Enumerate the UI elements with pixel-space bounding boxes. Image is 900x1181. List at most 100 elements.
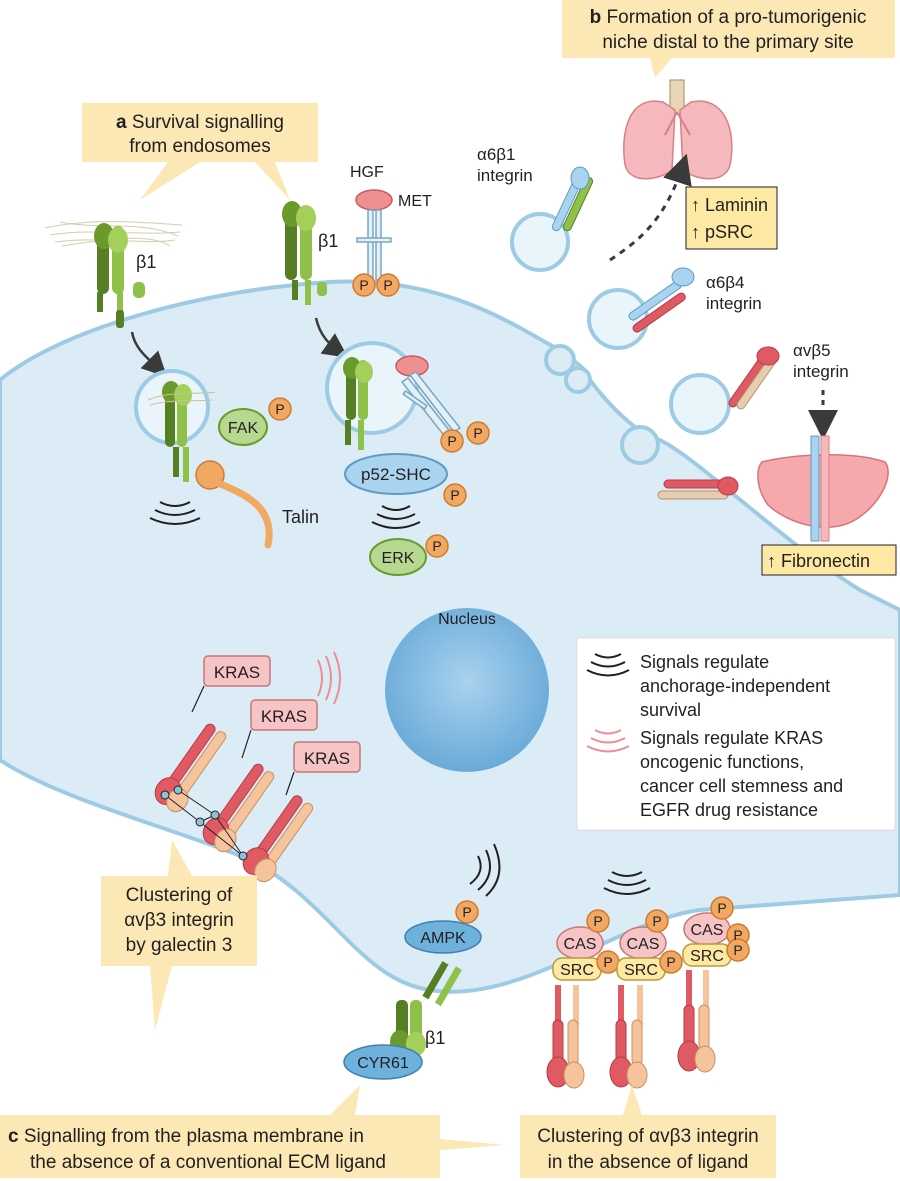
nucleus: [385, 608, 549, 772]
legend-box: [576, 637, 896, 831]
a6b4-label-line1: α6β4: [706, 273, 745, 292]
legend-red-line3: cancer cell stemness and: [640, 776, 843, 796]
talin-rod: [211, 478, 273, 549]
cas-src-complex-2: [616, 909, 683, 981]
nucleus-label: Nucleus: [438, 611, 496, 628]
lungs-icon: [623, 79, 733, 180]
beta1-right-label: β1: [318, 231, 338, 251]
legend-red-arcs-icon: [586, 729, 630, 753]
met-label: MET: [398, 193, 432, 210]
integrin-avb5: [728, 346, 780, 410]
liver-box-label: ↑ Fibronectin: [767, 551, 870, 571]
a6b1-label-line1: α6β1: [477, 145, 516, 164]
cas-phospho-3: P: [717, 900, 726, 916]
panel-c-letter: c: [8, 1126, 19, 1147]
erk-node: [369, 538, 427, 576]
integrin-avb3-unliganded: [546, 970, 716, 1089]
signal-arcs-shc: [371, 505, 421, 529]
integrin-beta1-endosome-right: [343, 357, 373, 450]
lung-niche-box: [685, 186, 778, 250]
cluster-line1: Clustering of αvβ3 integrin: [537, 1126, 759, 1147]
kras-label-3: KRAS: [304, 749, 350, 768]
galectin-line3: by galectin 3: [126, 935, 233, 956]
met-receptor-surface: [356, 209, 392, 281]
legend-black-line1: Signals regulate: [640, 652, 769, 672]
signal-arcs-kras: [317, 651, 341, 705]
callout-galectin: [101, 840, 257, 1030]
p52shc-label: p52-SHC: [361, 465, 431, 484]
callout-a-line2: from endosomes: [129, 136, 271, 157]
exosome-a6b4: [587, 288, 649, 350]
panel-a-letter: a: [116, 112, 127, 133]
kras-node-1: [203, 655, 271, 687]
arrow-endocytosis-left: [130, 331, 168, 378]
src-phospho-2: P: [666, 954, 675, 970]
p52shc-node: [344, 453, 448, 495]
kras-node-2: [250, 699, 318, 731]
p52shc-phospho-label: P: [450, 487, 459, 503]
legend-red-line4: EGFR drug resistance: [640, 800, 818, 820]
src-label-2: SRC: [624, 962, 658, 979]
integrin-beta1-surface-left: [94, 223, 145, 328]
legend-black-line3: survival: [640, 700, 701, 720]
met-phospho-1: [352, 273, 376, 297]
signal-arcs-ampk: [469, 843, 501, 897]
liver-icon: [757, 435, 889, 542]
erk-label: ERK: [382, 550, 415, 567]
cyr61-node: [343, 1044, 423, 1080]
fak-label: FAK: [228, 420, 259, 437]
cluster-line2: in the absence of ligand: [548, 1152, 749, 1173]
panel-b-letter: b: [590, 7, 602, 28]
ecm-fibres-endosome: [147, 391, 216, 406]
lung-box-line2: ↑ pSRC: [691, 222, 753, 242]
a6b1-label-line2: integrin: [477, 166, 533, 185]
callout-a: [82, 103, 318, 200]
callout-a-line1: a Survival signalling: [116, 112, 284, 133]
legend-black-arcs-icon: [586, 653, 630, 677]
met-phospho-1-label: P: [359, 277, 368, 293]
ampk-label: AMPK: [420, 930, 466, 947]
liver-niche-box: [761, 544, 897, 576]
cas-src-complex-1: [552, 909, 620, 981]
galectin-line2: αvβ3 integrin: [124, 910, 234, 931]
integrin-beta1-surface-right: [282, 201, 327, 305]
kras-node-3: [293, 741, 361, 773]
met-endo-phospho-2-label: P: [473, 425, 482, 441]
legend-red-line2: oncogenic functions,: [640, 752, 804, 772]
cas-label-1: CAS: [564, 936, 597, 953]
kras-tethers: [191, 685, 295, 796]
beta1-c-label: β1: [425, 1028, 445, 1048]
cyr61-label: CYR61: [357, 1055, 409, 1072]
callout-c-line1: c Signalling from the plasma membrane in: [8, 1126, 364, 1147]
integrin-beta1-membrane: [390, 961, 462, 1056]
membrane-buds: [544, 344, 660, 465]
cas-phospho-1: P: [593, 913, 602, 929]
met-phospho-2: [376, 273, 400, 297]
legend-black-line2: anchorage-independent: [640, 676, 830, 696]
avb5-label-line2: integrin: [793, 362, 849, 381]
src-phospho-3a: P: [733, 927, 742, 943]
endosome-right: [325, 341, 419, 435]
src-phospho-1: P: [603, 954, 612, 970]
src-label-1: SRC: [560, 962, 594, 979]
met-phospho-2-label: P: [383, 277, 392, 293]
beta1-left-label: β1: [136, 252, 156, 272]
hgf-ligand: [355, 189, 393, 211]
talin-label: Talin: [282, 507, 319, 527]
hgf-label: HGF: [350, 164, 384, 181]
callout-cluster: [520, 1085, 776, 1178]
met-receptor-endosome: [400, 371, 462, 440]
cas-phospho-2: P: [652, 913, 661, 929]
met-endo-phospho-1: [440, 429, 464, 453]
lung-box-line1: ↑ Laminin: [691, 195, 768, 215]
erk-phospho: [425, 534, 449, 558]
a6b4-label-line2: integrin: [706, 294, 762, 313]
fak-phospho: [268, 397, 292, 421]
ampk-phospho: [455, 900, 479, 924]
callout-b: [562, 0, 895, 78]
src-label-3: SRC: [690, 948, 724, 965]
fak-phospho-label: P: [275, 401, 284, 417]
callout-b-line2: niche distal to the primary site: [602, 32, 853, 53]
galectin-line1: Clustering of: [126, 885, 233, 906]
callout-c: [0, 1085, 505, 1178]
